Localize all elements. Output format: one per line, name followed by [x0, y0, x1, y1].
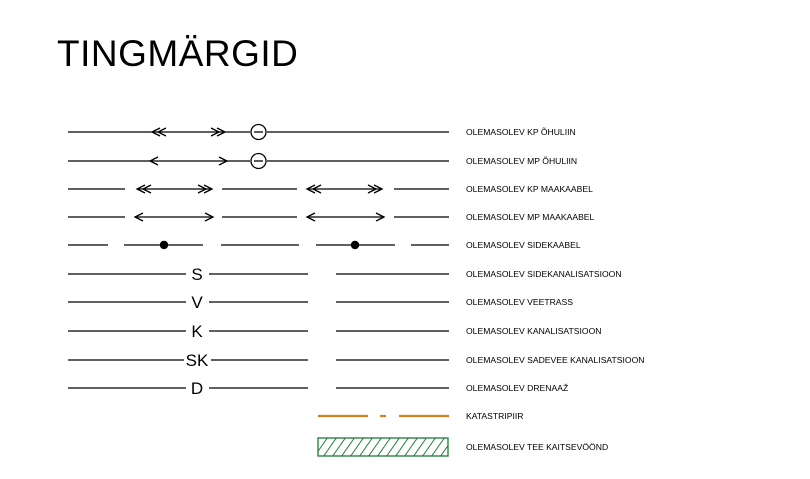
legend-row-drenaaz: D OLEMASOLEV DRENAAŽ	[68, 379, 568, 398]
legend-row-kp-maakaabel: OLEMASOLEV KP MAAKAABEL	[68, 184, 593, 194]
legend-label-mp-maakaabel: OLEMASOLEV MP MAAKAABEL	[466, 212, 595, 222]
legend-label-tee-kaitsevoond: OLEMASOLEV TEE KAITSEVÖÖND	[466, 442, 608, 452]
legend-row-mp-maakaabel: OLEMASOLEV MP MAAKAABEL	[68, 212, 595, 222]
mp-overhead-line-symbol	[68, 152, 449, 170]
legend-row-kanalisatsioon: K OLEMASOLEV KANALISATSIOON	[68, 322, 601, 341]
telecom-duct-symbol: S	[68, 265, 449, 284]
legend-label-sidekanalisatsioon: OLEMASOLEV SIDEKANALISATSIOON	[466, 269, 622, 279]
road-protection-zone-symbol	[317, 437, 449, 457]
legend-label-katastripiir: KATASTRIPIIR	[466, 411, 523, 421]
legend-row-veetrass: V OLEMASOLEV VEETRASS	[68, 293, 573, 312]
stormwater-sewer-symbol: SK	[68, 351, 449, 370]
legend-row-tee-kaitsevoond: OLEMASOLEV TEE KAITSEVÖÖND	[317, 437, 608, 457]
kp-ground-cable-symbol	[68, 184, 449, 194]
legend-row-katastripiir: KATASTRIPIIR	[318, 411, 523, 421]
legend-row-sidekanalisatsioon: S OLEMASOLEV SIDEKANALISATSIOON	[68, 265, 622, 284]
code-sk: SK	[186, 351, 209, 370]
sewer-symbol: K	[68, 322, 449, 341]
legend-row-kp-ohuliin: OLEMASOLEV KP ÕHULIIN	[68, 123, 576, 141]
legend-label-kp-ohuliin: OLEMASOLEV KP ÕHULIIN	[466, 127, 576, 137]
telecom-cable-symbol	[68, 240, 449, 250]
legend-label-kp-maakaabel: OLEMASOLEV KP MAAKAABEL	[466, 184, 593, 194]
mp-ground-cable-symbol	[68, 212, 449, 222]
code-s: S	[191, 265, 202, 284]
kp-overhead-line-symbol	[68, 123, 449, 141]
legend-label-sidekaabel: OLEMASOLEV SIDEKAABEL	[466, 240, 581, 250]
legend-row-sadevee-kanalisatsioon: SK OLEMASOLEV SADEVEE KANALISATSIOON	[68, 351, 644, 370]
code-v: V	[191, 293, 203, 312]
legend-label-veetrass: OLEMASOLEV VEETRASS	[466, 297, 573, 307]
legend-row-sidekaabel: OLEMASOLEV SIDEKAABEL	[68, 240, 581, 250]
code-d: D	[191, 379, 203, 398]
legend-label-sadevee-kanalisatsioon: OLEMASOLEV SADEVEE KANALISATSIOON	[466, 355, 644, 365]
page-title: TINGMÄRGID	[57, 33, 299, 74]
drainage-symbol: D	[68, 379, 449, 398]
legend-label-kanalisatsioon: OLEMASOLEV KANALISATSIOON	[466, 326, 601, 336]
legend-label-mp-ohuliin: OLEMASOLEV MP ÕHULIIN	[466, 156, 577, 166]
legend-row-mp-ohuliin: OLEMASOLEV MP ÕHULIIN	[68, 152, 577, 170]
code-k: K	[191, 322, 203, 341]
water-main-symbol: V	[68, 293, 449, 312]
legend-label-drenaaz: OLEMASOLEV DRENAAŽ	[466, 383, 568, 393]
